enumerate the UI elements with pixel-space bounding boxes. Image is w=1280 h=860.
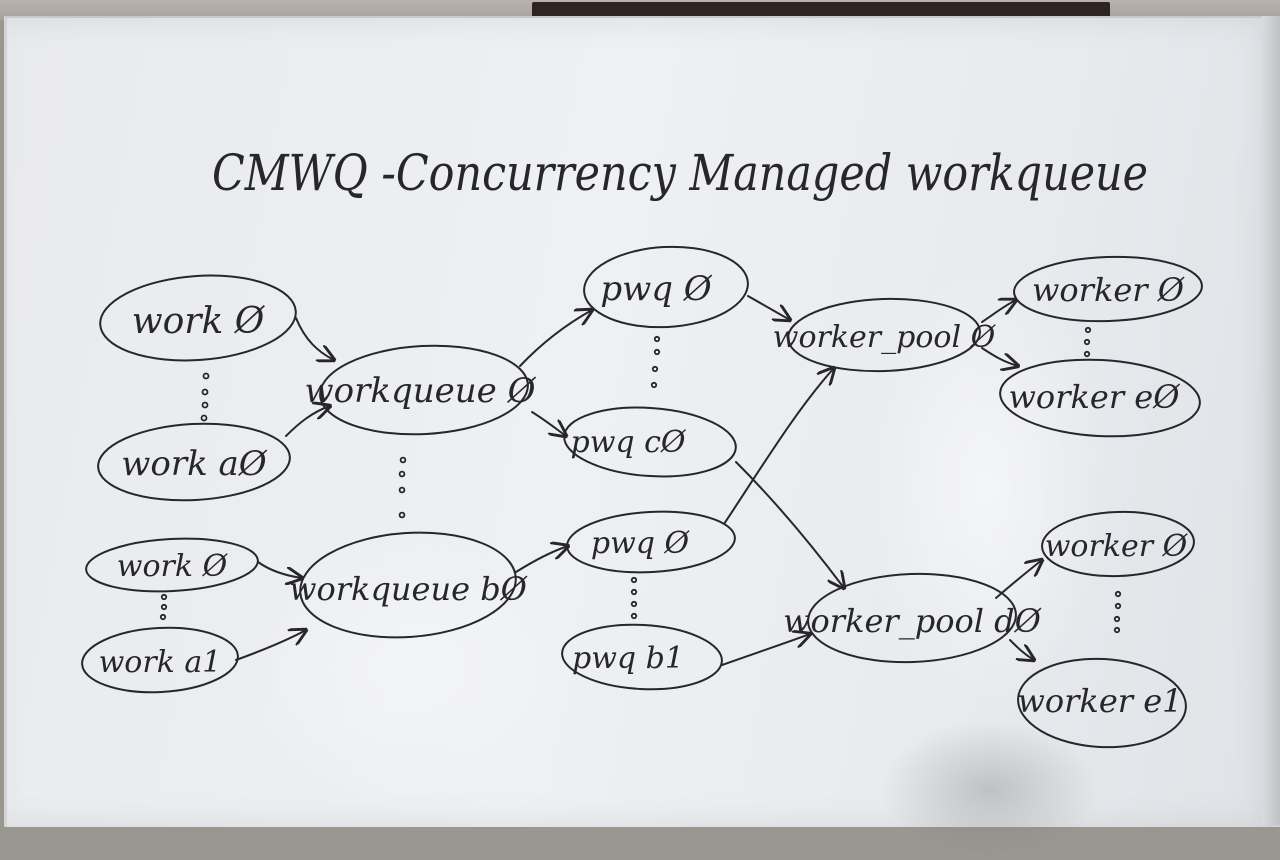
- arrow: [981, 300, 1016, 323]
- node-label: pwq Ø: [600, 269, 712, 309]
- arrow: [981, 347, 1018, 366]
- whiteboard-frame-edge: [1262, 16, 1280, 825]
- ellipsis-dots: [398, 456, 407, 519]
- node-label: work Ø: [117, 549, 229, 584]
- node-pwq-0-bottom: pwq Ø: [566, 510, 736, 574]
- ellipsis-dots: [1113, 590, 1122, 634]
- node-label: worker Ø: [1032, 271, 1185, 309]
- node-work-a1: work a1: [81, 626, 239, 694]
- node-label: work a1: [99, 645, 222, 680]
- arrow: [735, 461, 844, 588]
- node-worker-pool-d0: worker_pool dØ: [783, 572, 1042, 664]
- node-work-0-bottom: work Ø: [85, 537, 259, 593]
- node-pwq-0-top: pwq Ø: [583, 245, 749, 329]
- node-label: work Ø: [132, 301, 266, 342]
- node-worker-0-bottom: worker Ø: [1041, 510, 1195, 578]
- ellipsis-dots: [159, 593, 168, 621]
- arrow: [995, 560, 1042, 599]
- node-work-0-top: work Ø: [99, 274, 297, 362]
- arrow: [723, 368, 834, 525]
- node-pwq-b1: pwq b1: [561, 623, 723, 691]
- arrow: [257, 561, 302, 578]
- ellipsis-dots: [200, 372, 210, 422]
- arrow: [747, 295, 790, 320]
- node-label: worker_pool dØ: [783, 602, 1041, 640]
- node-worker-e0: worker eØ: [999, 358, 1201, 438]
- node-label: workqueue Ø: [305, 371, 537, 411]
- node-worker-pool-0: worker_pool Ø: [773, 297, 997, 373]
- node-pwq-c0: pwq cØ: [563, 406, 737, 478]
- arrow: [515, 546, 568, 573]
- arrow: [531, 411, 566, 436]
- arrow: [295, 317, 334, 360]
- node-label: pwq b1: [572, 641, 684, 676]
- node-label: worker_pool Ø: [773, 320, 997, 355]
- arrow: [285, 406, 330, 437]
- node-work-a0: work aØ: [97, 422, 291, 502]
- node-label: pwq Ø: [591, 526, 691, 561]
- node-label: worker e1: [1017, 682, 1182, 720]
- node-label: workqueue bØ: [289, 570, 528, 608]
- node-worker-0-top: worker Ø: [1013, 255, 1203, 323]
- whiteboard: [4, 16, 1280, 827]
- arrow: [519, 310, 592, 367]
- ellipsis-dots: [1083, 326, 1092, 358]
- node-label: worker Ø: [1045, 529, 1189, 564]
- arrow: [721, 634, 810, 666]
- cmwq-diagram: CMWQ -Concurrency Managed workqueue work…: [81, 144, 1203, 749]
- arrows: [235, 295, 1042, 666]
- node-worker-e1: worker e1: [1017, 657, 1187, 749]
- node-label: work aØ: [121, 444, 268, 484]
- node-workqueue-0: workqueue Ø: [305, 344, 537, 436]
- node-label: worker eØ: [1009, 378, 1181, 416]
- ellipsis-dots: [630, 576, 638, 620]
- node-label: pwq cØ: [570, 425, 686, 460]
- arrow: [235, 630, 306, 661]
- node-workqueue-b0: workqueue bØ: [289, 531, 528, 639]
- ellipsis-dots: [650, 335, 661, 389]
- diagram-title: CMWQ -Concurrency Managed workqueue: [212, 144, 1148, 202]
- arrow: [1009, 639, 1034, 660]
